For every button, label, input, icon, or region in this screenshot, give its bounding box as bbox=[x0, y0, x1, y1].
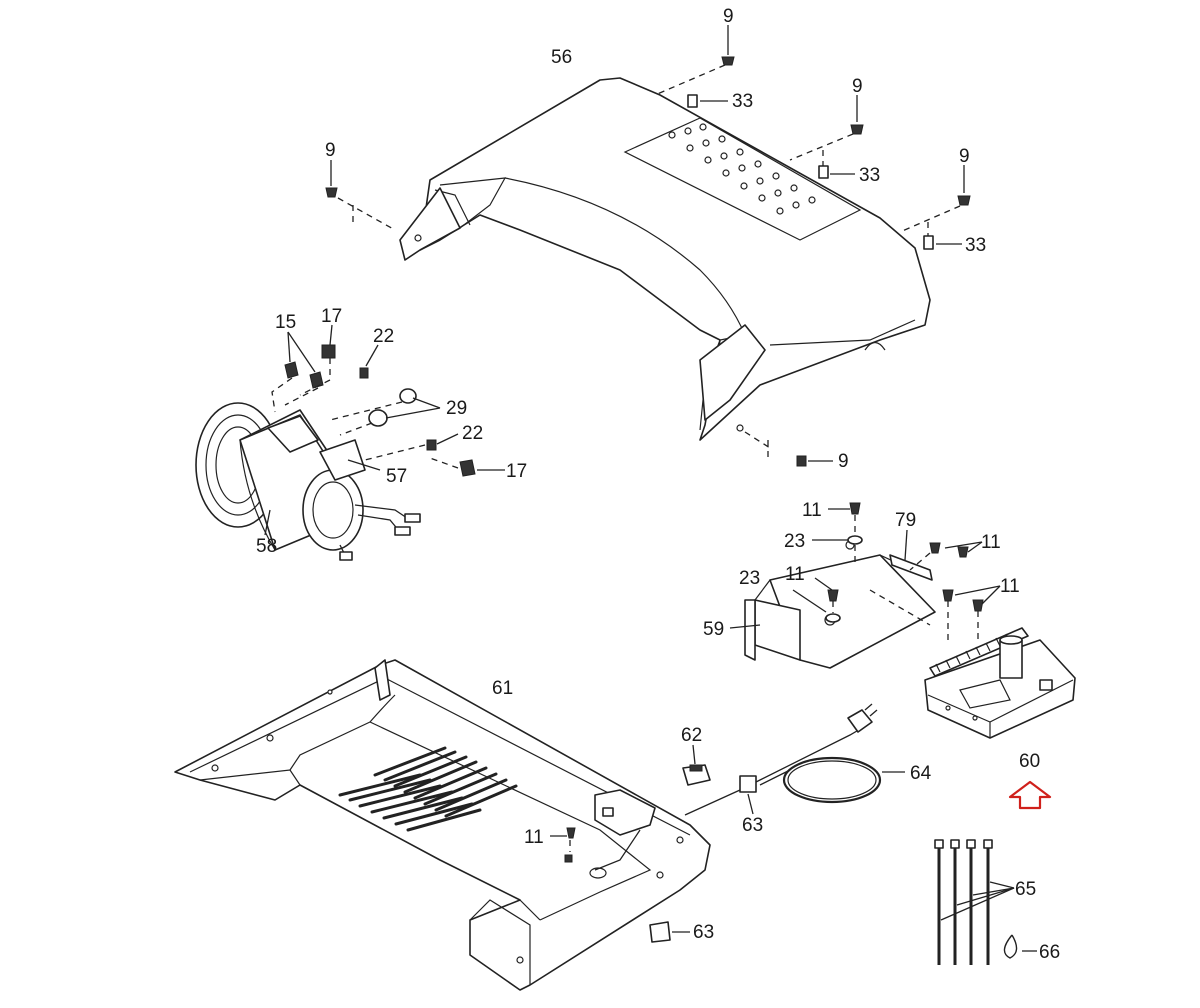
hood-fasteners bbox=[325, 25, 971, 467]
cover-vent-holes bbox=[668, 123, 816, 215]
part-60-controller-board bbox=[924, 627, 1076, 739]
label-64: 64 bbox=[910, 763, 932, 784]
label-33-right: 33 bbox=[965, 235, 986, 256]
label-9-right-1: 9 bbox=[852, 76, 863, 97]
label-58: 58 bbox=[256, 536, 277, 557]
label-17-top: 17 bbox=[321, 306, 342, 327]
label-33-mid: 33 bbox=[859, 165, 880, 186]
up-arrow-outline-icon bbox=[1008, 780, 1052, 810]
label-11-mid: 11 bbox=[785, 564, 805, 585]
label-17-bottom: 17 bbox=[506, 461, 527, 482]
label-63-bottom: 63 bbox=[693, 922, 714, 943]
label-11-top: 11 bbox=[802, 500, 822, 521]
label-61: 61 bbox=[492, 678, 513, 699]
label-22-bottom: 22 bbox=[462, 423, 483, 444]
label-33-top: 33 bbox=[732, 91, 753, 112]
label-62: 62 bbox=[681, 725, 702, 746]
label-63-top: 63 bbox=[742, 815, 763, 836]
label-57: 57 bbox=[386, 466, 407, 487]
label-79: 79 bbox=[895, 510, 916, 531]
label-11-right-1: 11 bbox=[981, 532, 1001, 553]
label-29: 29 bbox=[446, 398, 467, 419]
label-56: 56 bbox=[551, 47, 572, 68]
label-11-bottom: 11 bbox=[524, 827, 544, 848]
part-56-hood-cover bbox=[399, 77, 931, 441]
label-65: 65 bbox=[1015, 879, 1036, 900]
label-9-top: 9 bbox=[723, 6, 734, 27]
label-11-right-2: 11 bbox=[1000, 576, 1020, 597]
label-9-right-2: 9 bbox=[959, 146, 970, 167]
motor-fasteners bbox=[271, 324, 505, 477]
label-23-top: 23 bbox=[784, 531, 805, 552]
part-labels: 56 9 33 9 33 9 33 9 9 15 17 22 29 22 17 … bbox=[256, 6, 1060, 963]
label-66: 66 bbox=[1039, 942, 1060, 963]
tray-vents bbox=[338, 746, 518, 832]
label-22-top: 22 bbox=[373, 326, 394, 347]
label-9-bottom: 9 bbox=[838, 451, 849, 472]
label-60: 60 bbox=[1019, 751, 1040, 772]
part-59-controller-bracket bbox=[744, 540, 936, 669]
part-61-motor-tray bbox=[174, 659, 711, 991]
label-59: 59 bbox=[703, 619, 724, 640]
label-9-left: 9 bbox=[325, 140, 336, 161]
cable-ties bbox=[934, 839, 1037, 965]
controller-fasteners bbox=[729, 502, 1001, 640]
power-components bbox=[649, 703, 905, 943]
label-23-mid: 23 bbox=[739, 568, 760, 589]
label-15: 15 bbox=[275, 312, 296, 333]
part-58-motor bbox=[195, 402, 421, 561]
